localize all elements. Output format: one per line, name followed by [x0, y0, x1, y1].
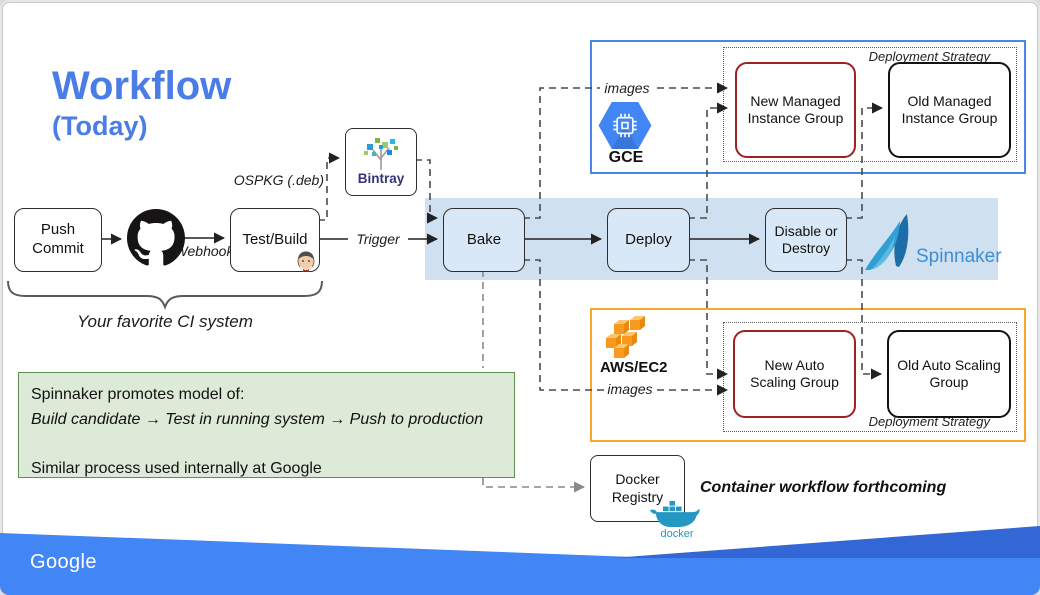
bake-label: Bake [466, 230, 502, 248]
note-line2: Build candidate → Test in running system… [31, 411, 484, 428]
spinnaker-sail-icon [862, 212, 914, 274]
aws-container [590, 308, 1026, 442]
trigger-label: Trigger [348, 231, 408, 248]
page-subtitle: (Today) [52, 111, 148, 141]
aws-old-asg-label: Old Auto Scaling Group [897, 356, 1001, 391]
jenkins-butler-icon [295, 250, 317, 274]
gce-hexagon-chip-icon [598, 102, 654, 149]
docker-word-label: docker [660, 528, 694, 540]
test-build-label: Test/Build [242, 230, 308, 248]
aws-new-asg-label: New Auto Scaling Group [750, 356, 839, 391]
gce-new-managed-group-node: New Managed Instance Group [735, 62, 856, 158]
docker-registry-label: Docker Registry [611, 471, 664, 505]
note-line3: Similar process used internally at Googl… [31, 460, 322, 477]
ospkg-label: OSPKG (.deb) [233, 172, 324, 188]
spinnaker-note: Spinnaker promotes model of: Build candi… [18, 372, 515, 478]
gce-new-managed-group-label: New Managed Instance Group [747, 92, 844, 127]
webhook-label: Webhook [174, 243, 234, 259]
aws-cubes-icon [600, 312, 660, 358]
note-line1: Spinnaker promotes model of: [31, 386, 245, 403]
gce-label: GCE [608, 149, 644, 166]
bake-node: Bake [443, 208, 525, 272]
docker-whale-icon [650, 499, 702, 529]
disable-destroy-node: Disable or Destroy [765, 208, 847, 272]
aws-logo: AWS/EC2 [600, 312, 668, 376]
aws-images-label: images [604, 381, 656, 398]
github-icon [127, 209, 185, 267]
spinnaker-logo: Spinnaker [862, 206, 1002, 274]
gce-old-managed-group-node: Old Managed Instance Group [888, 62, 1011, 158]
gce-container [590, 40, 1026, 174]
ci-brace-label: Your favorite CI system [77, 312, 253, 331]
aws-new-asg-node: New Auto Scaling Group [733, 330, 856, 418]
google-logo: Google [30, 551, 97, 573]
gce-deployment-strategy-label: Deployment Strategy [868, 49, 990, 64]
bintray-label: Bintray [357, 171, 405, 187]
ci-brace [7, 280, 323, 310]
test-build-node: Test/Build [230, 208, 320, 272]
push-commit-label: Push Commit [32, 221, 84, 257]
bintray-node: Bintray [345, 128, 417, 196]
gce-images-label: images [600, 80, 654, 97]
bintray-tree-icon [359, 136, 403, 171]
gce-logo: GCE [598, 102, 654, 167]
docker-registry-node: Docker Registry [590, 455, 685, 522]
gce-old-managed-group-label: Old Managed Instance Group [901, 92, 998, 127]
push-commit-node: Push Commit [14, 208, 102, 272]
container-workflow-caption: Container workflow forthcoming [700, 479, 947, 496]
aws-old-asg-node: Old Auto Scaling Group [887, 330, 1011, 418]
deploy-label: Deploy [625, 230, 672, 248]
spinnaker-label: Spinnaker [916, 246, 1002, 267]
aws-label: AWS/EC2 [600, 359, 668, 376]
disable-destroy-label: Disable or Destroy [774, 222, 838, 257]
page-title: Workflow [52, 64, 232, 108]
deploy-node: Deploy [607, 208, 690, 272]
footer-banner: Google [0, 520, 1040, 595]
